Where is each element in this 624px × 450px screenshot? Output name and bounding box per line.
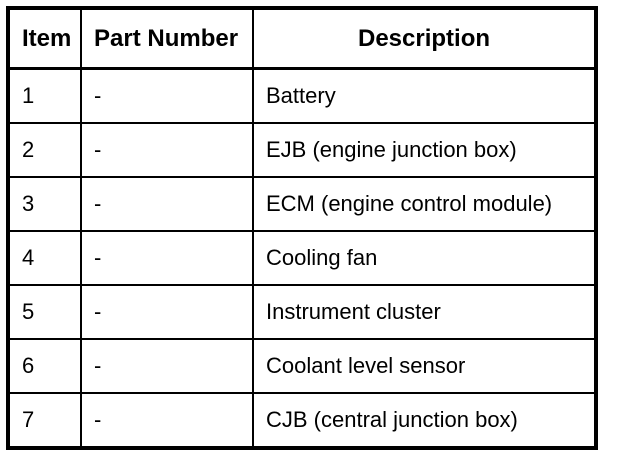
cell-description: Coolant level sensor <box>253 339 596 394</box>
cell-part-number: - <box>81 339 254 394</box>
table-header-row: Item Part Number Description <box>8 8 596 70</box>
cell-item: 2 <box>8 123 82 178</box>
column-header-description: Description <box>253 8 596 70</box>
table-row: 5 - Instrument cluster <box>8 285 596 340</box>
cell-part-number: - <box>81 68 254 124</box>
cell-part-number: - <box>81 123 254 178</box>
table-body: 1 - Battery 2 - EJB (engine junction box… <box>8 68 596 448</box>
cell-part-number: - <box>81 177 254 232</box>
cell-description: Battery <box>253 68 596 124</box>
cell-description: EJB (engine junction box) <box>253 123 596 178</box>
table-row: 6 - Coolant level sensor <box>8 339 596 394</box>
table-row: 2 - EJB (engine junction box) <box>8 123 596 178</box>
parts-legend-table: Item Part Number Description 1 - Battery… <box>6 6 598 450</box>
column-header-item: Item <box>8 8 82 70</box>
cell-item: 6 <box>8 339 82 394</box>
cell-item: 4 <box>8 231 82 286</box>
cell-description: ECM (engine control module) <box>253 177 596 232</box>
column-header-part-number: Part Number <box>81 8 254 70</box>
table-header: Item Part Number Description <box>8 8 596 70</box>
table-row: 3 - ECM (engine control module) <box>8 177 596 232</box>
cell-description: Cooling fan <box>253 231 596 286</box>
cell-part-number: - <box>81 393 254 448</box>
table-row: 1 - Battery <box>8 68 596 124</box>
cell-part-number: - <box>81 231 254 286</box>
cell-part-number: - <box>81 285 254 340</box>
cell-item: 7 <box>8 393 82 448</box>
table-row: 4 - Cooling fan <box>8 231 596 286</box>
cell-description: CJB (central junction box) <box>253 393 596 448</box>
cell-item: 5 <box>8 285 82 340</box>
cell-item: 3 <box>8 177 82 232</box>
cell-item: 1 <box>8 68 82 124</box>
cell-description: Instrument cluster <box>253 285 596 340</box>
table-row: 7 - CJB (central junction box) <box>8 393 596 448</box>
parts-table-container: Item Part Number Description 1 - Battery… <box>6 6 598 450</box>
